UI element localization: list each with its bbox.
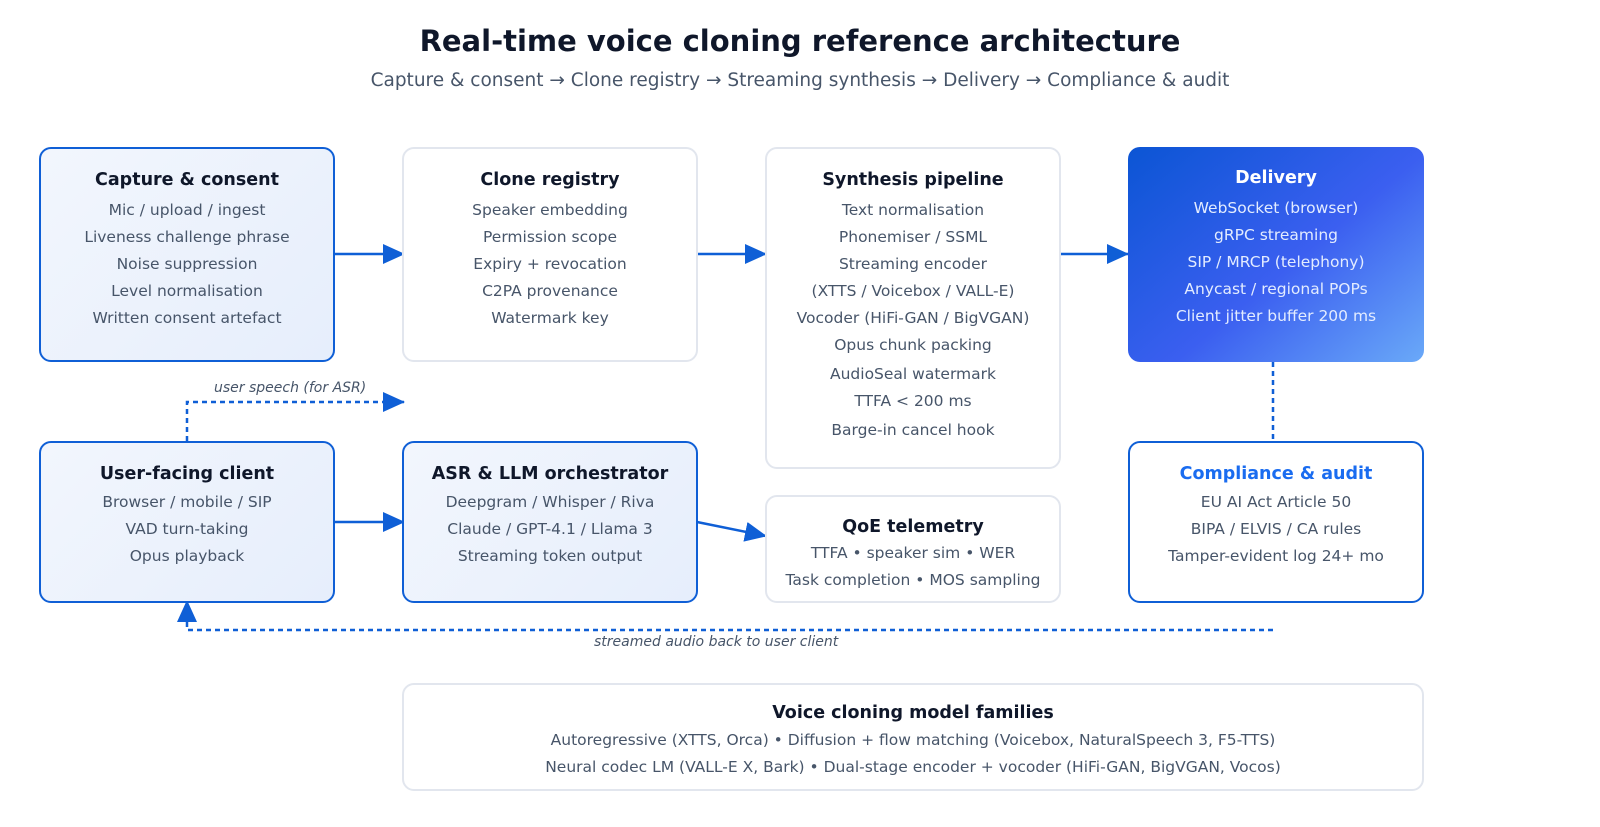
node-line: Mic / upload / ingest (108, 201, 266, 219)
node-line: Tamper-evident log 24+ mo (1168, 547, 1384, 565)
node-line: Anycast / regional POPs (1184, 280, 1368, 298)
node-line: BIPA / ELVIS / CA rules (1190, 520, 1362, 538)
node-line: Level normalisation (111, 282, 263, 300)
node-title: QoE telemetry (842, 517, 984, 537)
node-model-families[interactable]: Voice cloning model families Autoregress… (402, 683, 1424, 791)
node-capture-consent[interactable]: Capture & consent Mic / upload / ingest … (39, 147, 335, 362)
node-line: C2PA provenance (482, 282, 618, 300)
node-title: ASR & LLM orchestrator (431, 464, 669, 484)
node-line: TTFA < 200 ms (854, 392, 972, 410)
node-title: Voice cloning model families (772, 703, 1054, 723)
node-line: Deepgram / Whisper / Riva (445, 493, 655, 511)
node-title: User-facing client (99, 464, 275, 484)
node-compliance-audit[interactable]: Compliance & audit EU AI Act Article 50 … (1128, 441, 1424, 603)
node-line: Barge-in cancel hook (831, 421, 995, 439)
streamed-audio-label: streamed audio back to user client (594, 634, 839, 650)
node-line: Client jitter buffer 200 ms (1175, 307, 1377, 325)
node-delivery[interactable]: Delivery WebSocket (browser) gRPC stream… (1128, 147, 1424, 362)
node-line: WebSocket (browser) (1193, 199, 1359, 217)
node-clone-registry[interactable]: Clone registry Speaker embedding Permiss… (402, 147, 698, 362)
node-line: Opus playback (129, 547, 245, 565)
node-line: VAD turn-taking (125, 520, 249, 538)
edge-orchestrator-qoe (696, 520, 767, 542)
node-line: Expiry + revocation (473, 255, 627, 273)
node-line: SIP / MRCP (telephony) (1187, 253, 1365, 271)
node-title: Compliance & audit (1179, 464, 1373, 484)
diagram-subtitle: Capture & consent → Clone registry → Str… (370, 70, 1230, 91)
node-user-facing-client[interactable]: User-facing client Browser / mobile / SI… (39, 441, 335, 603)
node-line: Claude / GPT-4.1 / Llama 3 (447, 520, 653, 538)
node-line: Neural codec LM (VALL-E X, Bark) • Dual-… (545, 758, 1281, 776)
node-line: Liveness challenge phrase (84, 228, 290, 246)
node-line: Phonemiser / SSML (838, 228, 988, 246)
node-synthesis-pipeline[interactable]: Synthesis pipeline Text normalisation Ph… (765, 147, 1061, 469)
user-speech-label: user speech (for ASR) (214, 380, 367, 396)
node-line: Noise suppression (116, 255, 258, 273)
node-line: EU AI Act Article 50 (1200, 493, 1352, 511)
node-line: AudioSeal watermark (830, 365, 996, 383)
node-line: Opus chunk packing (834, 336, 992, 354)
node-line: TTFA • speaker sim • WER (810, 544, 1016, 562)
node-line: (XTTS / Voicebox / VALL-E) (811, 282, 1015, 300)
node-line: Autoregressive (XTTS, Orca) • Diffusion … (550, 731, 1276, 749)
diagram-title: Real-time voice cloning reference archit… (419, 24, 1181, 58)
edge-user-speech (185, 392, 405, 441)
node-qoe-telemetry[interactable]: QoE telemetry TTFA • speaker sim • WER T… (765, 495, 1061, 603)
node-line: Task completion • MOS sampling (785, 571, 1041, 589)
edge-streamed-audio (177, 600, 1273, 632)
node-line: Text normalisation (841, 201, 985, 219)
node-line: Speaker embedding (472, 201, 628, 219)
node-asr-llm-orchestrator[interactable]: ASR & LLM orchestrator Deepgram / Whispe… (402, 441, 698, 603)
node-line: Vocoder (HiFi-GAN / BigVGAN) (796, 309, 1030, 327)
node-title: Delivery (1235, 168, 1317, 188)
node-line: gRPC streaming (1214, 226, 1338, 244)
node-line: Streaming token output (457, 547, 643, 565)
node-line: Browser / mobile / SIP (102, 493, 272, 511)
node-line: Streaming encoder (838, 255, 988, 273)
node-line: Written consent artefact (92, 309, 282, 327)
node-title: Clone registry (480, 170, 620, 190)
node-title: Synthesis pipeline (822, 170, 1004, 190)
node-line: Permission scope (483, 228, 617, 246)
node-title: Capture & consent (95, 170, 279, 190)
node-line: Watermark key (491, 309, 609, 327)
